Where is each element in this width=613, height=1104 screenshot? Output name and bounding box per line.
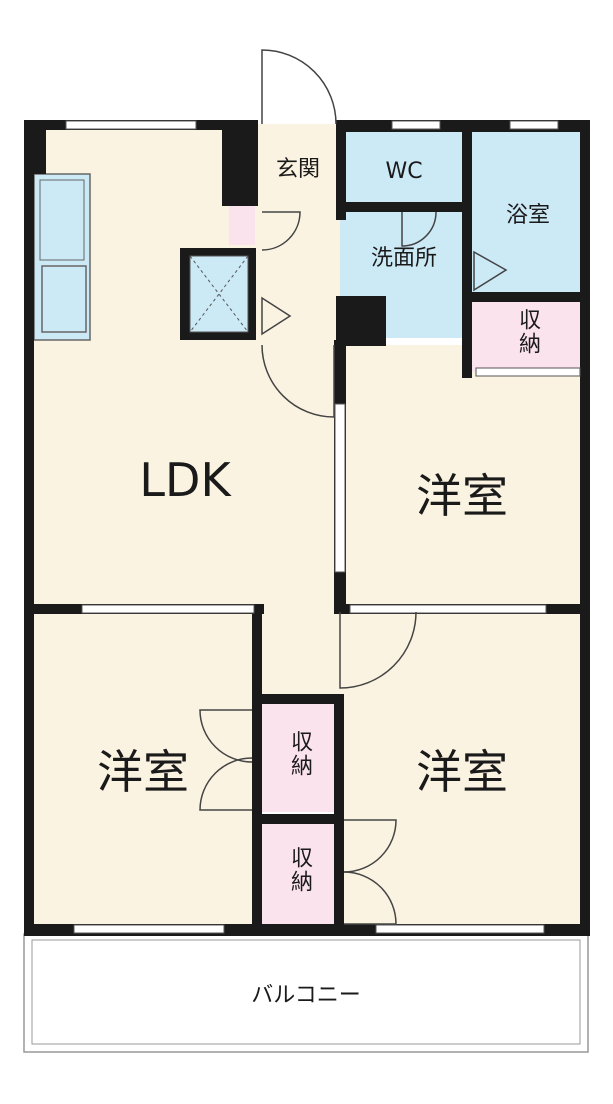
ldk-label: LDK bbox=[139, 453, 232, 507]
storage-bottom-label: 収納 bbox=[287, 846, 312, 894]
wc-floor bbox=[340, 124, 468, 208]
storage-mid-floor bbox=[260, 700, 340, 812]
storage-top-label: 収納 bbox=[515, 308, 540, 356]
shoe-storage bbox=[229, 205, 255, 245]
hall-floor bbox=[252, 205, 344, 345]
storage-top-floor bbox=[468, 300, 588, 372]
western-right-top-label: 洋室 bbox=[416, 469, 508, 523]
bathroom-label: 浴室 bbox=[506, 203, 550, 228]
sink bbox=[41, 265, 87, 333]
western-left-floor bbox=[24, 612, 260, 934]
corridor-floor bbox=[252, 600, 342, 700]
western-right-bottom-label: 洋室 bbox=[416, 745, 508, 799]
western-right-top-floor bbox=[340, 345, 588, 615]
shaft-cross-a bbox=[189, 255, 249, 333]
storage-mid-label: 収納 bbox=[287, 730, 312, 778]
western-left-label: 洋室 bbox=[97, 745, 189, 799]
genkan-floor bbox=[258, 124, 340, 208]
windows bbox=[65, 120, 581, 934]
shaft-cross-b bbox=[189, 255, 249, 333]
balcony-inner bbox=[31, 939, 581, 1045]
wc-label: WC bbox=[385, 159, 422, 184]
genkan-label: 玄関 bbox=[276, 157, 320, 182]
washroom-label: 洗面所 bbox=[371, 246, 437, 271]
western-right-bottom-floor bbox=[340, 612, 588, 934]
balcony-label: バルコニー bbox=[251, 983, 361, 1008]
bathroom-floor bbox=[468, 124, 588, 300]
door-swings bbox=[199, 49, 508, 925]
counter-inner bbox=[39, 179, 85, 261]
balcony-outline bbox=[23, 933, 589, 1053]
storage-bottom-floor bbox=[260, 820, 340, 932]
